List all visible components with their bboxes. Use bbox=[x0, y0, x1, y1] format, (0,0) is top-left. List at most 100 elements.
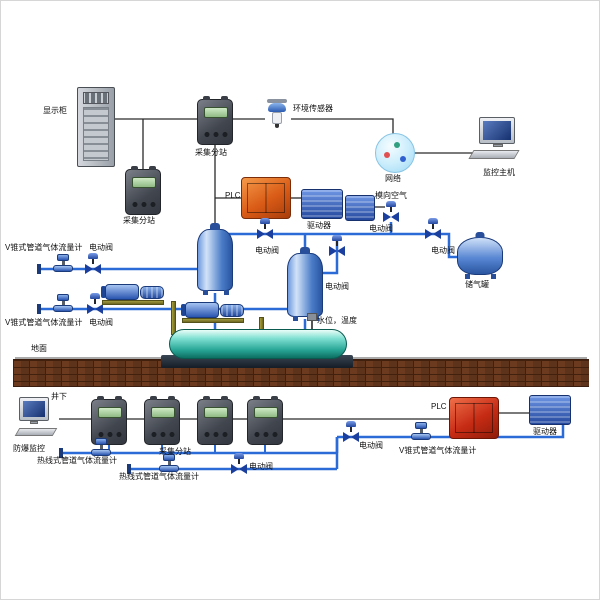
label-network: 网络 bbox=[385, 174, 401, 183]
label-monitor-host: 监控主机 bbox=[483, 168, 515, 177]
display-cabinet bbox=[77, 87, 115, 167]
valve-actuator-icon bbox=[346, 421, 356, 427]
vertical-tank-1 bbox=[197, 229, 233, 295]
flowmeter-pipe-body bbox=[159, 465, 179, 472]
label-ground-surface: 地面 bbox=[31, 344, 47, 353]
label-exproof-monitor: 防爆监控 bbox=[13, 444, 45, 453]
sensor-dome bbox=[268, 103, 286, 112]
label-electric-valve: 电动阀 bbox=[369, 224, 393, 233]
vcone-flowmeter-underground bbox=[411, 422, 431, 440]
label-plc: PLC bbox=[431, 402, 447, 411]
plc-box-surface bbox=[241, 177, 291, 219]
valve-body-icon bbox=[257, 229, 273, 239]
pipe-flange bbox=[127, 464, 131, 474]
flowmeter-pipe-body bbox=[91, 449, 111, 456]
controller-screen bbox=[98, 407, 122, 418]
valve-body-icon bbox=[329, 246, 345, 256]
pipe-flange bbox=[37, 264, 41, 274]
support-riser bbox=[171, 301, 176, 335]
controller-buttons bbox=[198, 132, 232, 137]
controller-buttons bbox=[248, 432, 282, 437]
valve-body-icon bbox=[87, 304, 103, 314]
label-gas-tank: 储气罐 bbox=[465, 280, 489, 289]
network-node-icon bbox=[384, 152, 390, 158]
flowmeter-head-icon bbox=[57, 294, 69, 301]
valve-stem bbox=[336, 241, 338, 246]
label-lateral-air: 模向空气 bbox=[375, 191, 407, 200]
exproof-monitor-stand bbox=[30, 421, 38, 424]
collection-substation-top bbox=[197, 96, 233, 145]
flowmeter-head-icon bbox=[163, 454, 175, 461]
flowmeter-head-icon bbox=[95, 438, 107, 445]
valve-actuator-icon bbox=[260, 218, 270, 224]
label-electric-valve: 电动阀 bbox=[431, 246, 455, 255]
label-water-level-temp: 水位，温度 bbox=[317, 316, 357, 325]
flowmeter-pipe-body bbox=[411, 433, 431, 440]
valve-line1 bbox=[85, 253, 101, 274]
network-cloud bbox=[375, 133, 415, 173]
controller-screen bbox=[204, 407, 228, 418]
collection-substation-left bbox=[125, 166, 161, 215]
label-hotwire-flowmeter: 热线式管道气体流量计 bbox=[119, 472, 199, 481]
flowmeter-neck bbox=[168, 461, 171, 465]
controller-buttons bbox=[92, 432, 126, 437]
valve-ug-line2 bbox=[231, 453, 247, 474]
host-monitor-stand bbox=[493, 144, 503, 147]
controller-screen bbox=[132, 177, 156, 188]
plc-box-underground bbox=[449, 397, 499, 439]
valve-stem bbox=[350, 427, 352, 432]
pump-base bbox=[182, 318, 244, 323]
flowmeter-pipe-body bbox=[53, 265, 73, 272]
pump-flange bbox=[101, 286, 106, 298]
valve-stem bbox=[238, 459, 240, 464]
label-electric-valve: 电动阀 bbox=[89, 243, 113, 252]
label-vcone-flowmeter: V锥式管道气体流量计 bbox=[5, 243, 83, 252]
controller-buttons bbox=[126, 202, 160, 207]
host-monitor bbox=[479, 117, 515, 144]
monitor-host-computer bbox=[467, 117, 527, 163]
sensor-box bbox=[307, 313, 317, 321]
network-node-icon bbox=[394, 142, 400, 148]
pipe-segment bbox=[215, 232, 457, 259]
host-keyboard bbox=[468, 150, 520, 159]
label-driver: 驱动器 bbox=[533, 427, 557, 436]
wire-segment bbox=[291, 118, 394, 134]
cabinet-indicator-panel bbox=[83, 92, 109, 104]
valve-body-icon bbox=[85, 264, 101, 274]
plc-panel-grid bbox=[455, 403, 493, 433]
pump-motor-icon bbox=[220, 304, 244, 317]
pump-motor-icon bbox=[140, 286, 164, 299]
valve-line2 bbox=[87, 293, 103, 314]
pump-base bbox=[102, 300, 164, 305]
collection-substation-ug-4 bbox=[247, 396, 283, 445]
exproof-monitor-keyboard bbox=[14, 428, 58, 436]
controller-buttons bbox=[198, 432, 232, 437]
flowmeter-neck bbox=[62, 301, 65, 305]
flowmeter-head-icon bbox=[57, 254, 69, 261]
valve-stem bbox=[264, 224, 266, 229]
valve-actuator-icon bbox=[332, 235, 342, 241]
label-plc: PLC bbox=[225, 191, 241, 200]
pipe-flanges bbox=[37, 264, 131, 474]
valve-body-icon bbox=[383, 212, 399, 222]
label-driver: 驱动器 bbox=[307, 221, 331, 230]
valve-stem bbox=[92, 259, 94, 264]
environment-sensor bbox=[265, 99, 289, 129]
horizontal-water-tank bbox=[169, 329, 347, 359]
valve-body-icon bbox=[231, 464, 247, 474]
collection-substation-ug-2 bbox=[144, 396, 180, 445]
valve-actuator-icon bbox=[88, 253, 98, 259]
controller-screen bbox=[254, 407, 278, 418]
sensor-probe bbox=[311, 321, 313, 329]
valve-lateral-air bbox=[383, 201, 399, 222]
vertical-tank-2 bbox=[287, 253, 323, 321]
valve-actuator-icon bbox=[428, 218, 438, 224]
valve-main-header bbox=[257, 218, 273, 239]
label-electric-valve: 电动阀 bbox=[359, 441, 383, 450]
valve-stem bbox=[94, 299, 96, 304]
label-vcone-flowmeter: V锥式管道气体流量计 bbox=[5, 318, 83, 327]
label-electric-valve: 电动阀 bbox=[89, 318, 113, 327]
sensor-mount bbox=[267, 99, 287, 103]
label-electric-valve: 电动阀 bbox=[255, 246, 279, 255]
